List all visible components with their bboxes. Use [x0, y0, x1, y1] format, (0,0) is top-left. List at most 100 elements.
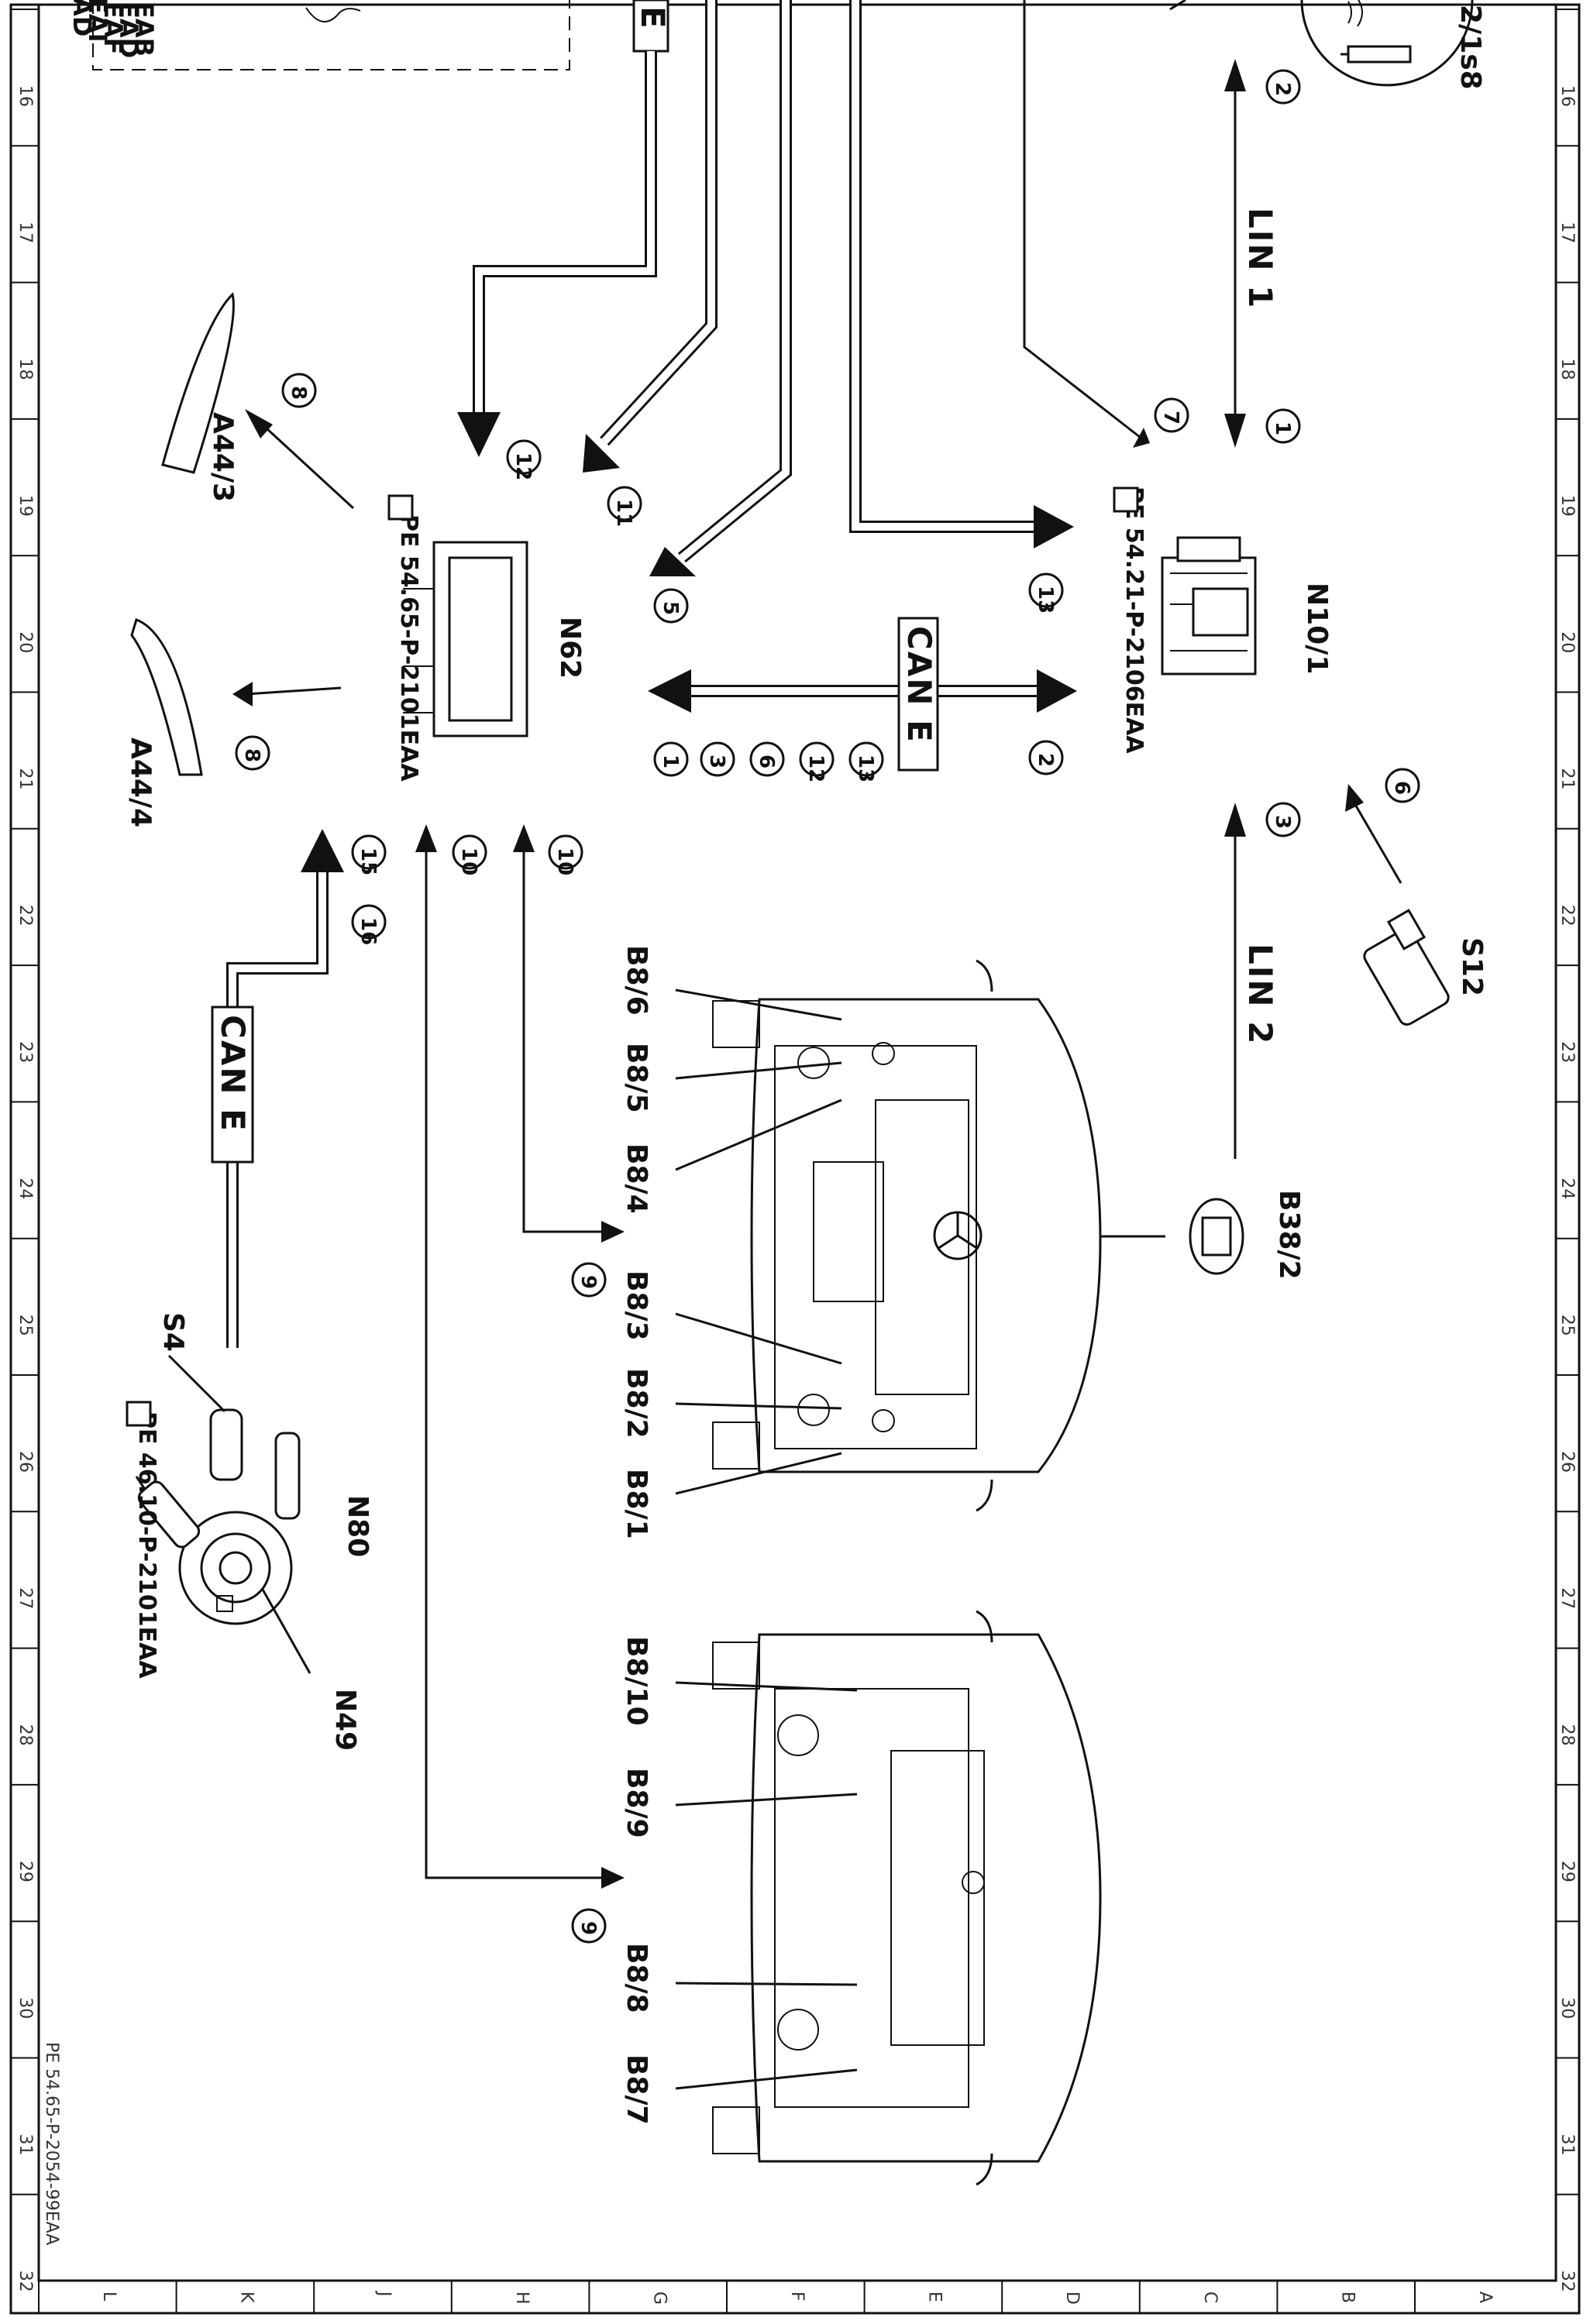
- logo-icon: [933, 1211, 983, 1260]
- grid-row-F: F: [787, 2291, 807, 2302]
- can-e-top-wire: E: [457, 0, 672, 457]
- component-b38-2-label: B38/2: [1273, 1190, 1305, 1280]
- sensor-b8-7-label: B8/7: [621, 2054, 652, 2125]
- legend-line-1: EAB: [129, 2, 159, 57]
- grid-column-18: 18: [1557, 359, 1577, 380]
- grid-column-30: 30: [1557, 1997, 1577, 2019]
- grid-column-18: 18: [15, 359, 35, 380]
- signal-marker-10: [452, 834, 487, 870]
- signal-marker-6: [1385, 768, 1420, 803]
- grid-row-L: L: [99, 2291, 119, 2302]
- signal-number: 10: [553, 847, 576, 875]
- grid-column-16: 16: [15, 85, 35, 107]
- hand-icon: [305, 7, 361, 22]
- signal-number: 6: [755, 755, 778, 768]
- can-e-center-label: CAN E: [900, 626, 938, 744]
- sensor-b8-8-label: B8/8: [621, 1943, 652, 2013]
- signal-number: 1: [659, 755, 682, 768]
- signal-number: 1: [1271, 421, 1294, 435]
- reference-icon: [126, 1401, 152, 1427]
- wire-7: [1023, 0, 1150, 448]
- signal-marker-13: [1028, 572, 1064, 608]
- signal-marker-5: [653, 588, 689, 624]
- grid-column-26: 26: [15, 1451, 35, 1473]
- component-n10-1: N10/1 PE 54.21-P-2106EAA: [1113, 486, 1333, 754]
- n80-reference: PE 46.10-P-2101EAA: [133, 1411, 160, 1679]
- signal-number: 16: [356, 917, 380, 945]
- grid-row-K: K: [237, 2291, 256, 2303]
- grid-column-29: 29: [1557, 1861, 1577, 1882]
- grid-column-20: 20: [15, 631, 35, 653]
- lin2-label: LIN 2: [1241, 944, 1279, 1045]
- signal-number: 13: [1034, 586, 1057, 614]
- front-sensor-leaders: [675, 988, 842, 1495]
- grid-column-32: 32: [1557, 2271, 1577, 2292]
- signal-marker-10: [548, 834, 583, 870]
- component-s4-label: S4: [157, 1312, 189, 1352]
- component-a44-4: A44/4: [125, 618, 342, 827]
- grid-column-16: 16: [1557, 85, 1577, 107]
- signal-marker-11: [607, 486, 642, 521]
- grid-column-28: 28: [1557, 1724, 1577, 1746]
- grid-row-C: C: [1200, 2291, 1220, 2303]
- signal-number: 8: [287, 386, 310, 400]
- grid-row-E: E: [925, 2291, 945, 2302]
- signal-number: 11: [612, 499, 635, 527]
- grid-column-25: 25: [15, 1315, 35, 1336]
- signal-marker-1: [653, 741, 689, 777]
- reference-icon: [1113, 486, 1139, 513]
- component-a44-3: A44/3: [161, 292, 355, 510]
- signal-number: 8: [240, 748, 263, 762]
- can-e-center-bus: CAN E: [648, 617, 1077, 772]
- signal-number: 12: [804, 755, 828, 782]
- grid-column-24: 24: [1557, 1177, 1577, 1199]
- n62-reference: PE 54.65-P-2101EAA: [395, 514, 422, 782]
- sensor-b8-1-label: B8/1: [621, 1469, 652, 1539]
- component-b38-2: B38/2: [1049, 1190, 1305, 1280]
- front-sensor-labels: B8/6 B8/5 B8/4 B8/3 B8/2 B8/1: [621, 945, 652, 1539]
- legend-line-2: EAD: [114, 2, 143, 58]
- grid-column-23: 23: [15, 1041, 35, 1063]
- can-e-left-label: CAN E: [214, 1015, 252, 1133]
- wire-5: [649, 0, 792, 576]
- grid-column-32: 32: [15, 2271, 35, 2292]
- grid-column-31: 31: [1557, 2134, 1577, 2156]
- legend-line-5: AD: [67, 0, 97, 36]
- signal-marker-13: [848, 741, 884, 777]
- component-n49: N49: [260, 1587, 361, 1751]
- signal-number: 9: [576, 1921, 600, 1935]
- legend-box: EAB EAD EAF EAI AD: [67, 0, 570, 70]
- signal-marker-1: [1265, 408, 1301, 444]
- signal-number: 2: [1034, 753, 1057, 767]
- footer-document-id: PE 54.65-P-2054-99EAA: [42, 2042, 61, 2245]
- lin2-bus: LIN 2: [1224, 803, 1279, 1159]
- signal-number: 7: [1159, 411, 1182, 425]
- sensor-b8-2-label: B8/2: [621, 1368, 652, 1439]
- component-n49-label: N49: [329, 1689, 361, 1751]
- signal-marker-2: [1265, 69, 1301, 105]
- grid-row-G: G: [649, 2291, 669, 2305]
- component-n80: N80 PE 46.10-P-2101EAA: [126, 1401, 373, 1679]
- grid-column-27: 27: [1557, 1587, 1577, 1609]
- sensor-b8-5-label: B8/5: [621, 1043, 652, 1113]
- grid-column-25: 25: [1557, 1315, 1577, 1336]
- grid-row-A: A: [1475, 2291, 1495, 2303]
- signal-marker-12: [506, 439, 542, 475]
- rear-sensor-labels: B8/10 B8/9 B8/8 B8/7: [621, 1636, 652, 2125]
- signal-marker-8: [281, 373, 317, 408]
- signal-number: 2: [1271, 82, 1294, 96]
- signal-number: 3: [705, 755, 728, 768]
- legend-line-3: EAF: [98, 2, 128, 54]
- grid-column-28: 28: [15, 1724, 35, 1746]
- signal-marker-9: [571, 1908, 607, 1944]
- grid-column-23: 23: [1557, 1041, 1577, 1063]
- grid-column-31: 31: [15, 2134, 35, 2156]
- grid-row-J: J: [374, 2290, 394, 2297]
- vehicle-front-view: [712, 959, 1102, 1512]
- grid-column-21: 21: [15, 768, 35, 790]
- rear-sensor-leaders: [675, 1681, 858, 2090]
- signal-number: 15: [356, 847, 380, 875]
- component-a44-4-label: A44/4: [125, 737, 157, 827]
